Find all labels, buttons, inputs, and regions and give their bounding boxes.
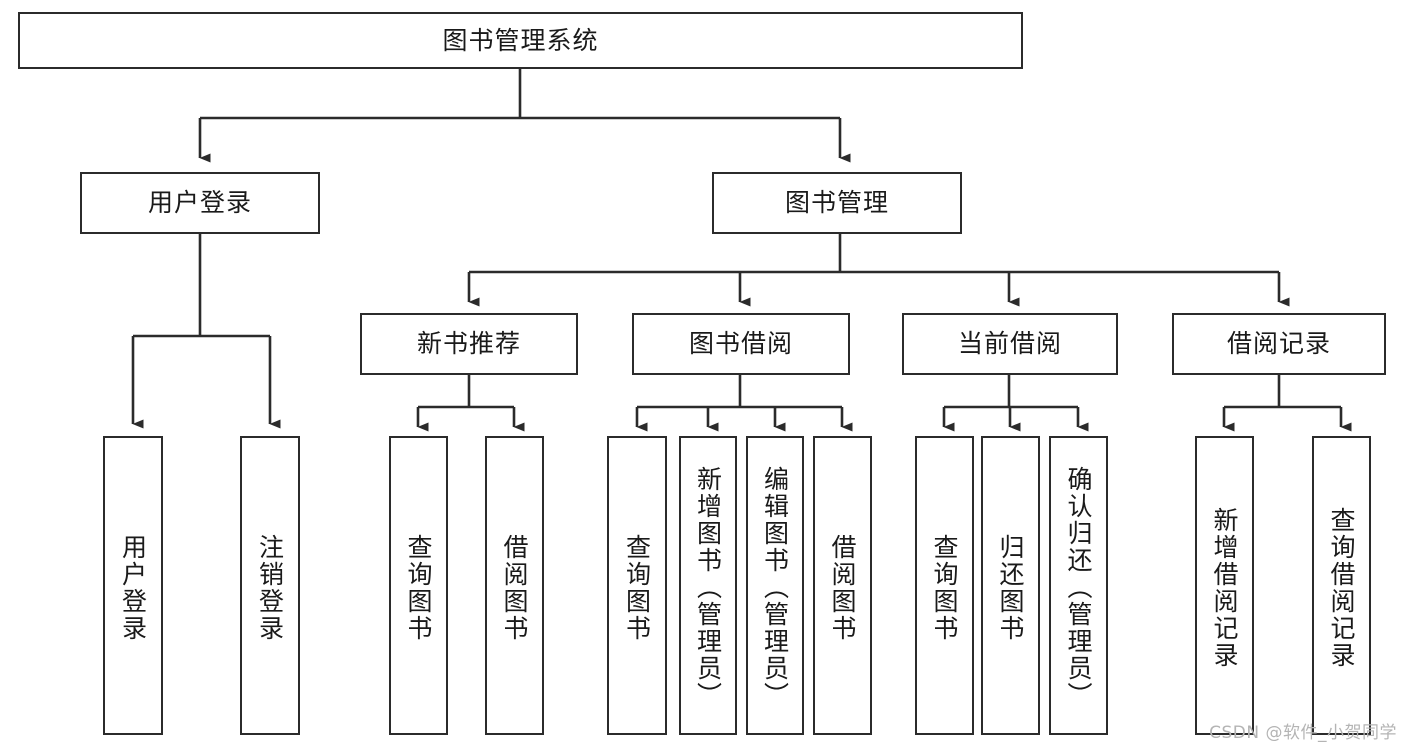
leaf-return-book[interactable]: 归还图书 <box>981 436 1040 735</box>
leaf-logout-label: 注销登录 <box>255 533 285 642</box>
node-user-login-label: 用户登录 <box>147 188 252 218</box>
node-current-borrow[interactable]: 当前借阅 <box>902 313 1118 375</box>
leaf-query-book-1[interactable]: 查询图书 <box>389 436 448 735</box>
leaf-user-login-label: 用户登录 <box>118 533 148 642</box>
leaf-query-book-2-label: 查询图书 <box>622 533 652 642</box>
leaf-borrow-book-2[interactable]: 借阅图书 <box>813 436 872 735</box>
node-new-book-recommend[interactable]: 新书推荐 <box>360 313 578 375</box>
node-book-borrow[interactable]: 图书借阅 <box>632 313 850 375</box>
node-current-borrow-label: 当前借阅 <box>957 329 1062 359</box>
leaf-borrow-book-2-label: 借阅图书 <box>828 533 857 642</box>
leaf-return-book-label: 归还图书 <box>996 533 1025 642</box>
leaf-query-book-3-label: 查询图书 <box>930 533 959 642</box>
node-user-login[interactable]: 用户登录 <box>80 172 320 234</box>
leaf-add-book[interactable]: 新增图书（管理员） <box>679 436 737 735</box>
node-borrow-record-label: 借阅记录 <box>1226 329 1331 359</box>
leaf-edit-book[interactable]: 编辑图书（管理员） <box>746 436 804 735</box>
leaf-query-borrow-record-label: 查询借阅记录 <box>1327 506 1356 669</box>
leaf-add-borrow-record[interactable]: 新增借阅记录 <box>1195 436 1254 735</box>
watermark-text: CSDN @软件_小贺同学 <box>1209 723 1397 743</box>
node-book-borrow-label: 图书借阅 <box>688 329 793 359</box>
leaf-user-login[interactable]: 用户登录 <box>103 436 163 735</box>
node-new-book-recommend-label: 新书推荐 <box>416 329 521 359</box>
leaf-add-borrow-record-label: 新增借阅记录 <box>1210 506 1239 669</box>
leaf-borrow-book-1[interactable]: 借阅图书 <box>485 436 544 735</box>
leaf-logout[interactable]: 注销登录 <box>240 436 300 735</box>
leaf-confirm-return-label: 确认归还（管理员） <box>1064 466 1093 709</box>
leaf-add-book-label: 新增图书（管理员） <box>693 466 723 709</box>
leaf-confirm-return[interactable]: 确认归还（管理员） <box>1049 436 1108 735</box>
node-book-management-label: 图书管理 <box>784 188 889 218</box>
node-root-library-management-system[interactable]: 图书管理系统 <box>18 12 1023 69</box>
node-root-label: 图书管理系统 <box>442 25 599 55</box>
leaf-query-book-1-label: 查询图书 <box>404 533 433 642</box>
leaf-query-book-3[interactable]: 查询图书 <box>915 436 974 735</box>
leaf-edit-book-label: 编辑图书（管理员） <box>760 466 790 709</box>
leaf-borrow-book-1-label: 借阅图书 <box>500 533 529 642</box>
node-borrow-record[interactable]: 借阅记录 <box>1172 313 1386 375</box>
leaf-query-borrow-record[interactable]: 查询借阅记录 <box>1312 436 1371 735</box>
leaf-query-book-2[interactable]: 查询图书 <box>607 436 667 735</box>
node-book-management[interactable]: 图书管理 <box>712 172 962 234</box>
